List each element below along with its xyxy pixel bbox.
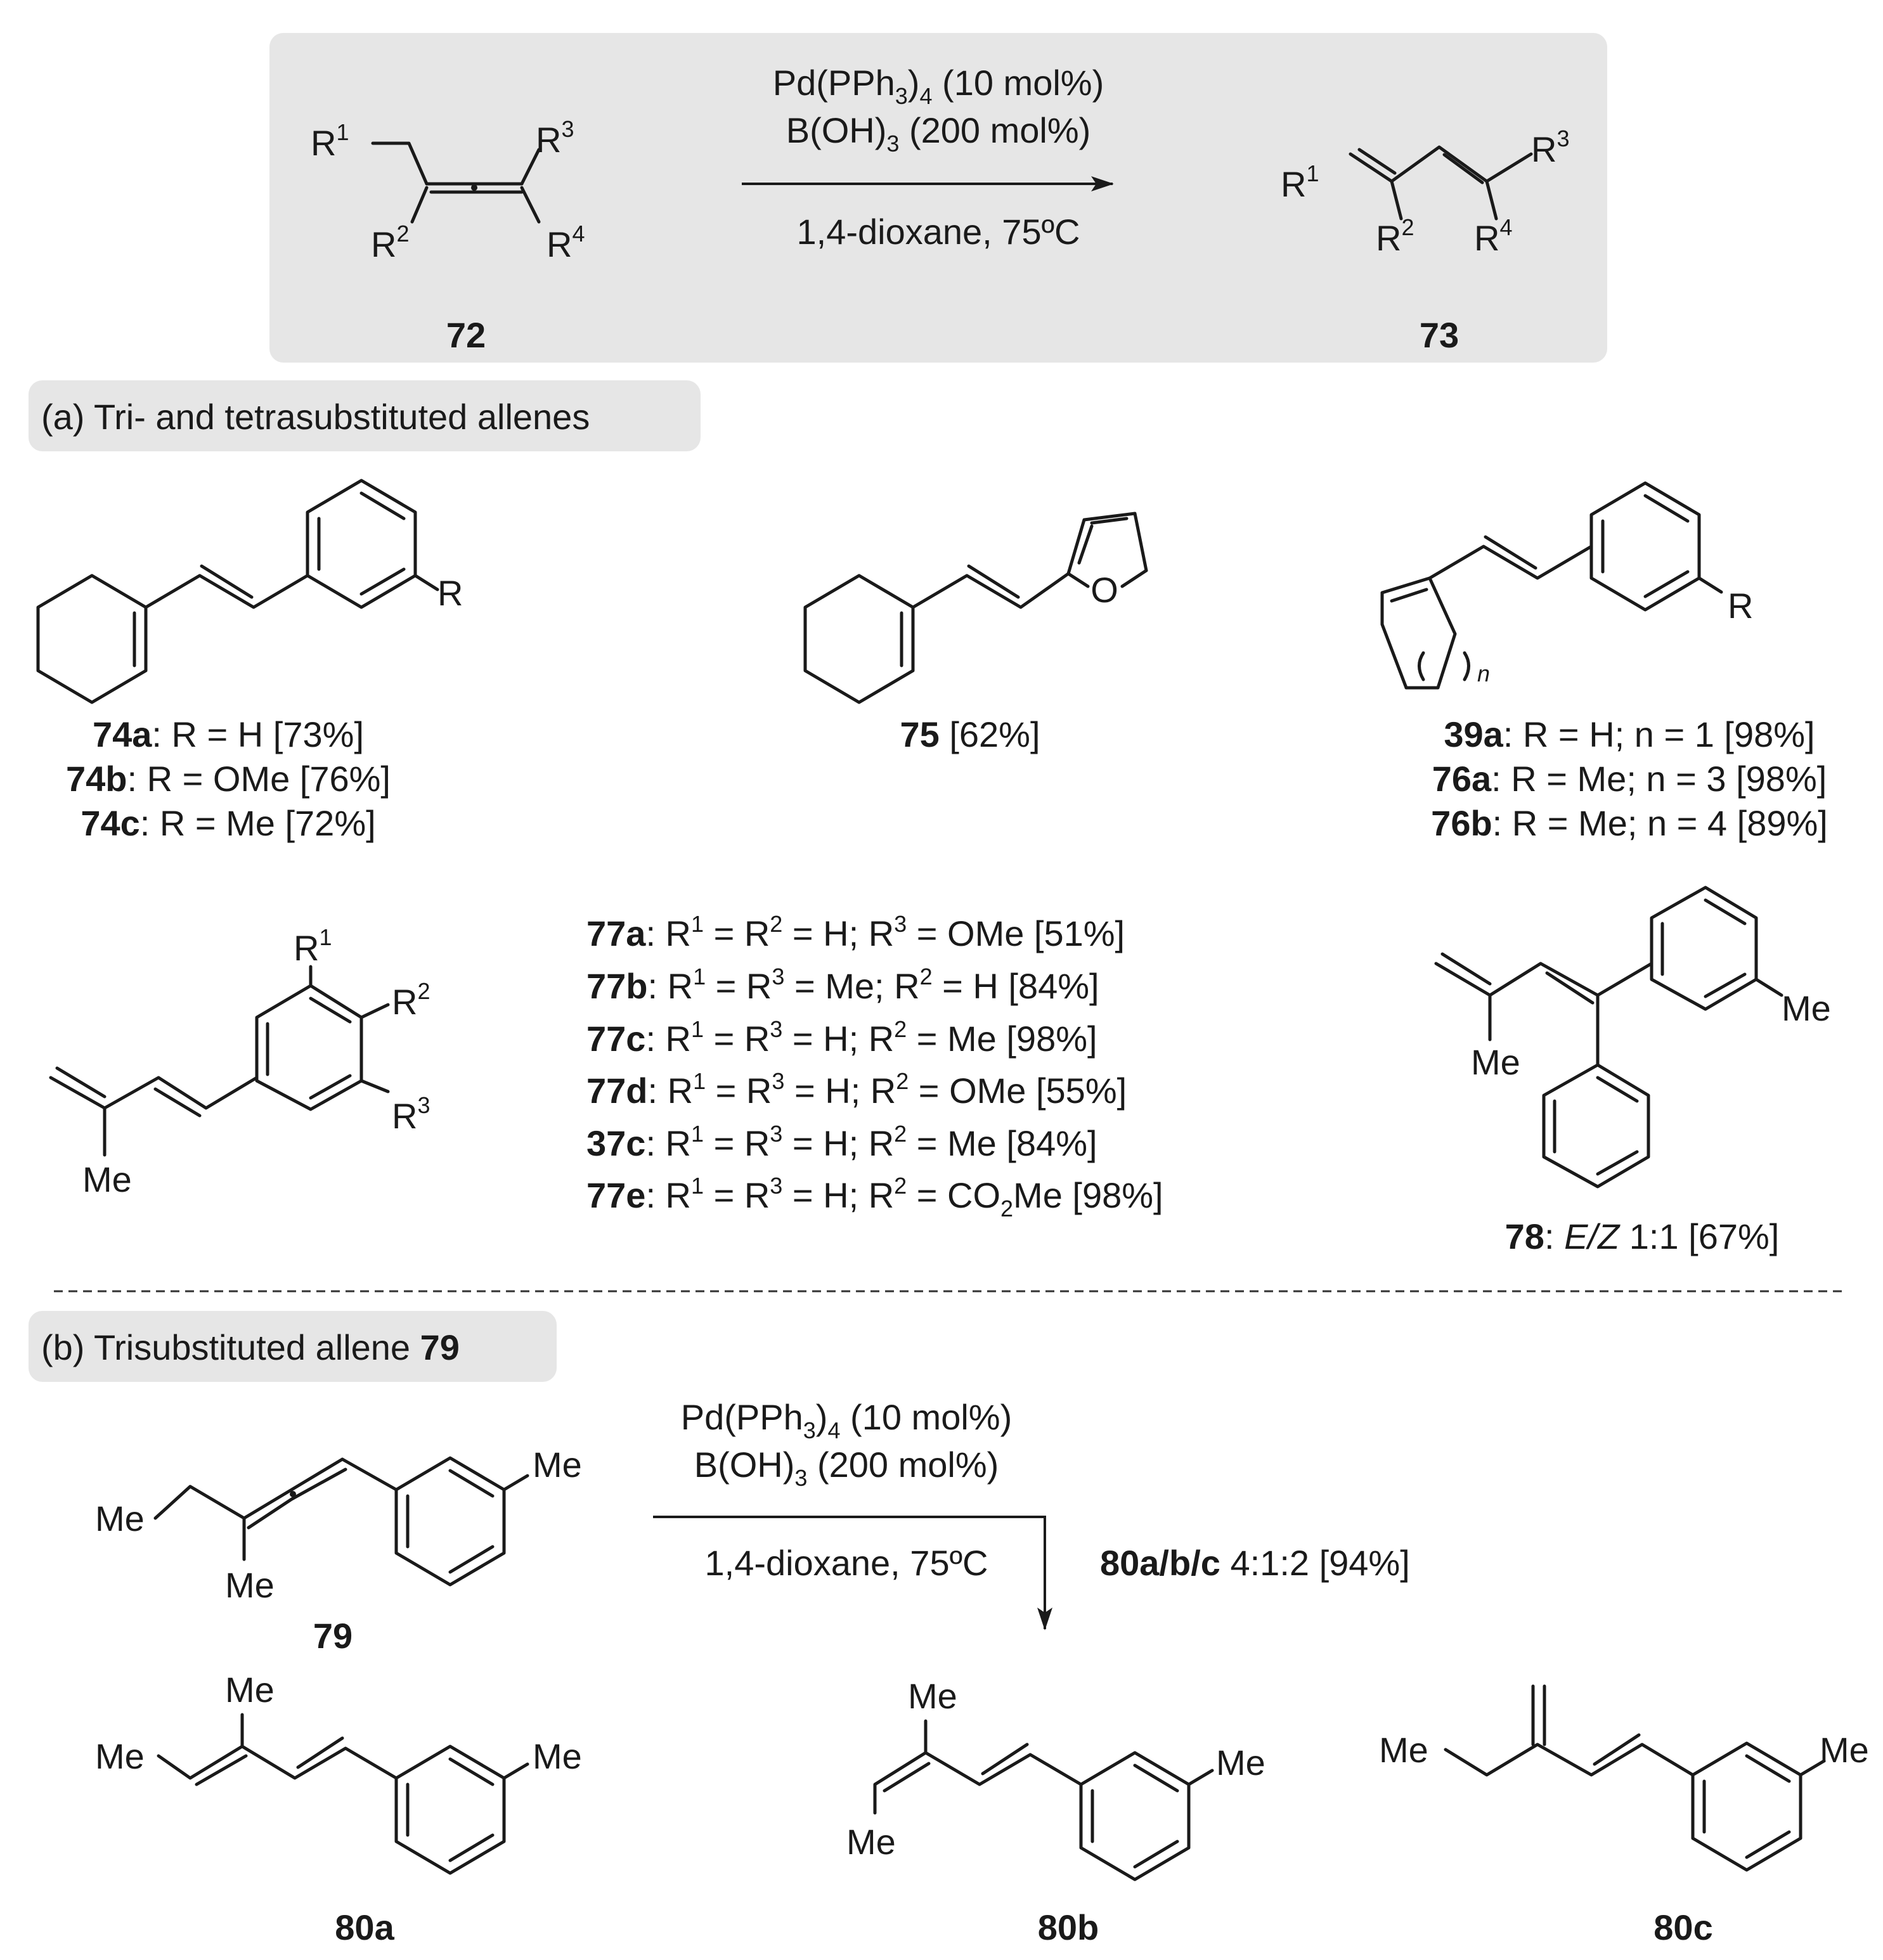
section-b-header-bg [29, 1311, 557, 1382]
r2-label-product: R2 [1376, 214, 1414, 258]
caption-77d: 77d: R1 = R3 = H; R2 = OMe [55%] [586, 1068, 1127, 1111]
me-label-79-b: Me [225, 1565, 275, 1605]
section-a-header-bg [29, 380, 701, 451]
caption-77e: 77e: R1 = R3 = H; R2 = CO2Me [98%] [586, 1173, 1163, 1222]
caption-39a: 39a: R = H; n = 1 [98%] [1444, 714, 1815, 754]
me-label-79-c: Me [533, 1445, 582, 1485]
me-label-79-a: Me [95, 1499, 145, 1538]
compound-id-79: 79 [313, 1616, 353, 1656]
compound-id-80c: 80c [1653, 1907, 1712, 1947]
me-label-80b-bottom: Me [846, 1822, 896, 1862]
me-label-80a-left: Me [95, 1736, 145, 1776]
caption-77c: 77c: R1 = R3 = H; R2 = Me [98%] [586, 1016, 1097, 1059]
product-73-structure [1349, 145, 1533, 221]
compound-77-structure [49, 965, 390, 1157]
general-scheme: R1 R3 R2 R4 72 Pd(PPh3)4 (10 mol%) B(OH)… [269, 33, 1607, 363]
compound-id-80b: 80b [1038, 1907, 1099, 1947]
caption-76a: 76a: R = Me; n = 3 [98%] [1432, 759, 1827, 799]
section-a-title: (a) Tri- and tetrasubstituted allenes [41, 397, 590, 437]
me-label-77: Me [82, 1159, 132, 1199]
ring-index-n: n [1477, 661, 1490, 687]
r4-label-product: R4 [1474, 214, 1512, 258]
reaction-arrow-b [653, 1516, 1052, 1630]
reagent-additive: B(OH)3 (200 mol%) [786, 110, 1091, 157]
substituent-r-39: R [1728, 586, 1753, 626]
me-label-80a-top: Me [225, 1670, 275, 1710]
caption-75: 75 [62%] [900, 714, 1040, 754]
me-label-80c-ring: Me [1820, 1730, 1869, 1770]
heteroatom-o-75: O [1090, 570, 1118, 610]
compound-id-80a: 80a [335, 1907, 394, 1947]
general-scheme-background [269, 33, 1607, 363]
me-label-80a-ring: Me [533, 1736, 582, 1776]
r3-label-reactant: R3 [536, 116, 574, 160]
caption-74c: 74c: R = Me [72%] [81, 803, 375, 843]
r2-label-77: R2 [392, 978, 430, 1022]
compound-39-76-structure [1380, 481, 1723, 690]
substituent-r-74: R [437, 573, 463, 613]
reactant-72-structure [371, 141, 541, 224]
compound-74-structure [36, 479, 439, 704]
r3-label-product: R3 [1531, 126, 1569, 169]
compound-80b-structure [873, 1719, 1214, 1881]
reagent-conditions-b: 1,4-dioxane, 75ºC [705, 1543, 988, 1583]
compound-80c-structure [1444, 1684, 1826, 1872]
compound-79-structure [153, 1456, 529, 1587]
reagent-catalyst: Pd(PPh3)4 (10 mol%) [773, 63, 1104, 109]
compound-80a-structure [157, 1713, 529, 1875]
me-label-78-chain: Me [1471, 1042, 1520, 1082]
compound-id-73: 73 [1420, 315, 1459, 355]
outcome-80abc: 80a/b/c 4:1:2 [94%] [1100, 1543, 1410, 1583]
me-label-80c-left: Me [1379, 1730, 1428, 1770]
caption-76b: 76b: R = Me; n = 4 [89%] [1431, 803, 1828, 843]
caption-74b: 74b: R = OMe [76%] [66, 759, 391, 799]
me-label-80b-ring: Me [1216, 1743, 1265, 1783]
caption-78: 78: E/Z 1:1 [67%] [1505, 1216, 1780, 1256]
compound-78-structure [1434, 886, 1783, 1189]
compound-id-72: 72 [446, 315, 486, 355]
r2-label-reactant: R2 [371, 221, 409, 264]
caption-37c: 37c: R1 = R3 = H; R2 = Me [84%] [586, 1121, 1097, 1163]
reagent-conditions: 1,4-dioxane, 75ºC [797, 212, 1080, 252]
r1-label-77: R1 [294, 924, 332, 968]
compound-75-structure [803, 512, 1148, 704]
r1-label-product: R1 [1281, 160, 1319, 204]
section-b-title: (b) Trisubstituted allene 79 [41, 1327, 460, 1367]
r1-label-reactant: R1 [311, 119, 349, 163]
r3-label-77: R3 [392, 1092, 430, 1136]
r4-label-reactant: R4 [547, 221, 585, 264]
reagent-catalyst-b: Pd(PPh3)4 (10 mol%) [681, 1397, 1012, 1443]
reagent-additive-b: B(OH)3 (200 mol%) [694, 1445, 999, 1491]
me-label-78-ring: Me [1782, 988, 1831, 1028]
caption-77a: 77a: R1 = R2 = H; R3 = OMe [51%] [586, 911, 1125, 953]
caption-74a: 74a: R = H [73%] [93, 714, 364, 754]
caption-77b: 77b: R1 = R3 = Me; R2 = H [84%] [586, 964, 1099, 1006]
me-label-80b-top: Me [908, 1676, 957, 1716]
